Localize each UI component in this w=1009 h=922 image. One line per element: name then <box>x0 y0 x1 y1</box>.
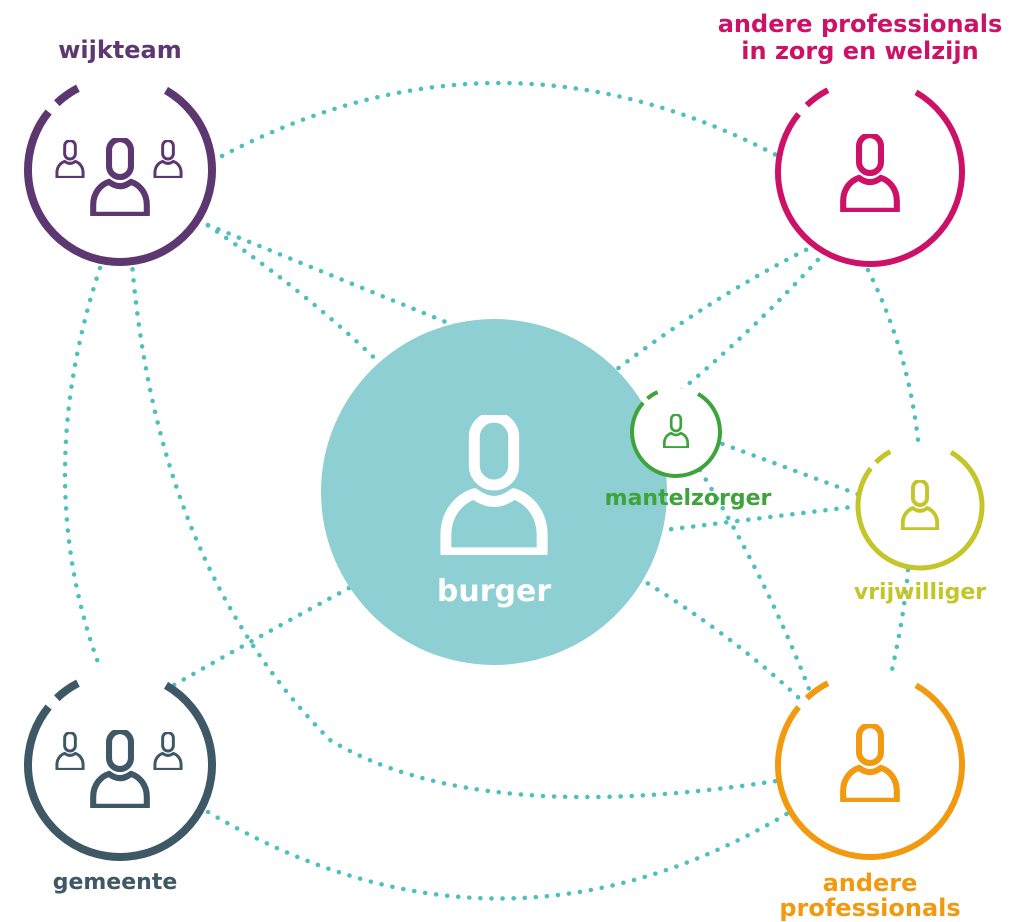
connector-left-side <box>62 265 103 671</box>
node-mantelzorger <box>630 386 722 478</box>
connector-bottom-arc <box>205 809 793 901</box>
zorg-label-line1: andere professionals <box>717 10 1003 38</box>
mantelzorger-label: mantelzorger <box>604 486 772 511</box>
connector-burger-vrijwilliger <box>580 501 879 543</box>
connector-vrijwilliger-professionals <box>889 567 911 673</box>
node-burger <box>321 319 667 665</box>
connector-top-arc <box>219 80 781 159</box>
vrijwilliger-label: vrijwilliger <box>853 580 987 605</box>
wijkteam-ring <box>24 74 216 266</box>
connector-zorg-burger <box>537 237 829 435</box>
node-professionals <box>775 670 965 860</box>
zorg-label-line2: in zorg en welzijn <box>741 37 979 65</box>
gemeente-label: gemeente <box>52 870 178 895</box>
gemeente-ring <box>24 669 216 861</box>
burger-label: burger <box>436 574 552 609</box>
node-wijkteam <box>24 74 216 266</box>
connector-wijkteam-professionals-curve <box>127 233 798 800</box>
node-zorg <box>775 77 965 267</box>
professionals-label-line1: andere <box>822 869 918 897</box>
node-vrijwilliger <box>855 441 985 571</box>
professionals-label-line2: professionals <box>779 894 961 922</box>
connector-wijkteam-mantelzorger <box>205 222 635 401</box>
burger-circle <box>321 319 667 665</box>
node-gemeente <box>24 669 216 861</box>
wijkteam-label: wijkteam <box>58 36 182 64</box>
connector-zorg-vrijwilliger <box>865 267 921 443</box>
